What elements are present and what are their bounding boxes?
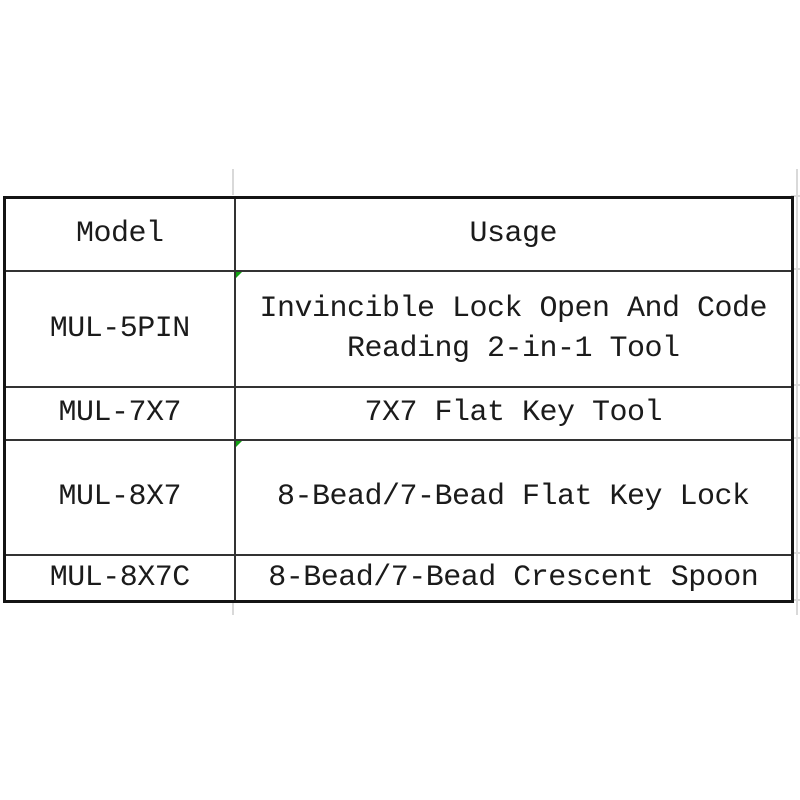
model-cell: MUL-8X7 bbox=[3, 438, 236, 556]
usage-text: 8-Bead/7-Bead Flat Key Lock bbox=[276, 480, 750, 514]
gridline-artifact-tick-row4 bbox=[791, 552, 800, 554]
model-cell: MUL-8X7C bbox=[3, 553, 236, 603]
table-row: MUL-5PIN Invincible Lock Open And Code R… bbox=[3, 269, 794, 388]
model-usage-table: Model Usage MUL-5PIN Invincible Lock Ope… bbox=[3, 196, 794, 603]
gridline-artifact-tick-row2 bbox=[791, 384, 800, 386]
table-row: MUL-7X7 7X7 Flat Key Tool bbox=[3, 385, 794, 441]
gridline-artifact-tick-row3 bbox=[791, 437, 800, 439]
table-row: MUL-8X7C 8-Bead/7-Bead Crescent Spoon bbox=[3, 553, 794, 603]
model-column-header: Model bbox=[3, 196, 236, 272]
usage-cell: 7X7 Flat Key Tool bbox=[233, 385, 794, 441]
usage-cell: 8-Bead/7-Bead Flat Key Lock bbox=[233, 438, 794, 556]
comment-indicator-icon bbox=[236, 441, 242, 447]
gridline-artifact-vertical-top bbox=[232, 169, 234, 195]
model-cell: MUL-7X7 bbox=[3, 385, 236, 441]
table-row: MUL-8X7 8-Bead/7-Bead Flat Key Lock bbox=[3, 438, 794, 556]
usage-cell: Invincible Lock Open And Code Reading 2-… bbox=[233, 269, 794, 388]
comment-indicator-icon bbox=[236, 272, 242, 278]
gridline-artifact-vertical-right bbox=[796, 169, 798, 615]
model-cell: MUL-5PIN bbox=[3, 269, 236, 388]
gridline-artifact-tick-bottom bbox=[791, 599, 800, 601]
gridline-artifact-tick-row1 bbox=[791, 268, 800, 270]
gridline-artifact-tick-top bbox=[791, 195, 800, 197]
gridline-artifact-vertical-bottom bbox=[232, 601, 234, 615]
table-header-row: Model Usage bbox=[3, 196, 794, 272]
usage-text: Invincible Lock Open And Code Reading 2-… bbox=[259, 291, 768, 366]
usage-column-header: Usage bbox=[233, 196, 794, 272]
usage-cell: 8-Bead/7-Bead Crescent Spoon bbox=[233, 553, 794, 603]
